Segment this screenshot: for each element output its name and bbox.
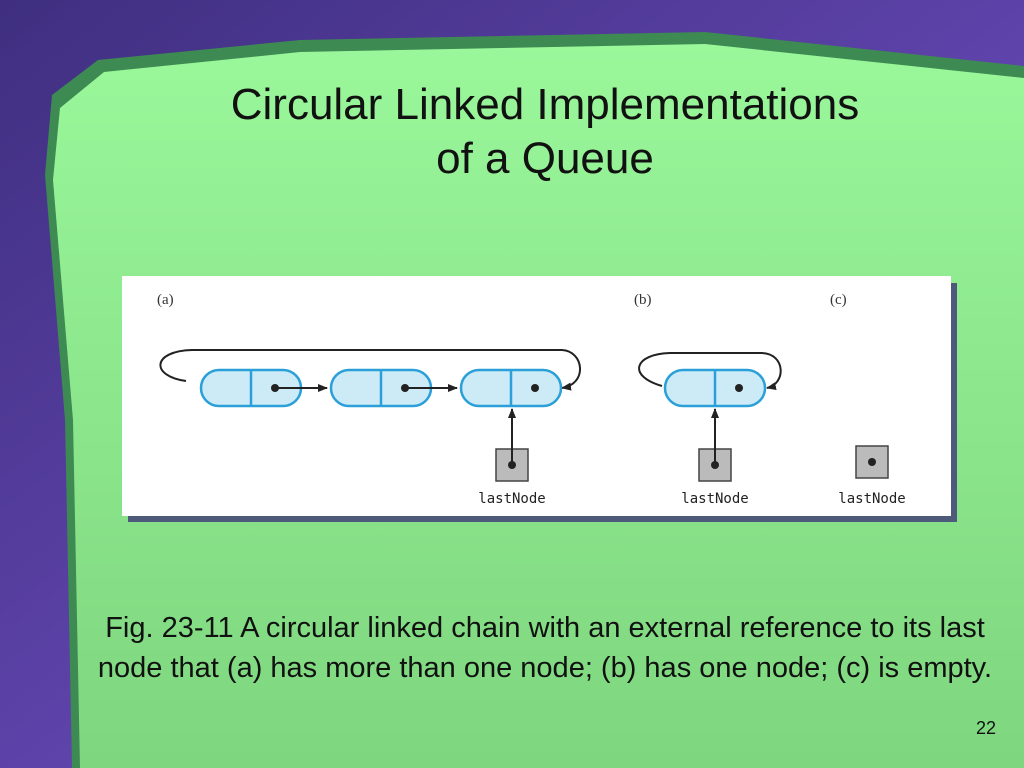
linked-chain-figure: (a) lastN [122, 276, 951, 516]
panel-b: (b) lastNode [634, 292, 782, 507]
slide-title: Circular Linked Implementations of a Que… [150, 78, 940, 186]
node-3 [459, 368, 563, 408]
page-number: 22 [975, 718, 996, 738]
panel-c: (c) lastNode [830, 292, 906, 507]
panel-c-ref-label: lastNode [838, 491, 905, 507]
single-node [663, 368, 767, 408]
title-line-2: of a Queue [436, 134, 654, 183]
last-node-reference-b [698, 408, 732, 482]
circular-link-arrow [159, 349, 581, 391]
panel-a-ref-label: lastNode [478, 491, 545, 507]
panel-b-ref-label: lastNode [681, 491, 748, 507]
last-node-reference-c [855, 445, 889, 479]
title-line-1: Circular Linked Implementations [230, 80, 860, 129]
last-node-reference-a [495, 408, 529, 482]
figure-caption: Fig. 23-11 A circular linked chain with … [97, 612, 993, 684]
node-2 [329, 368, 433, 408]
panel-b-label: (b) [634, 292, 652, 308]
panel-a: (a) lastN [157, 292, 581, 507]
self-link-arrow [638, 352, 782, 391]
panel-a-label: (a) [157, 292, 174, 308]
panel-c-label: (c) [830, 292, 847, 308]
